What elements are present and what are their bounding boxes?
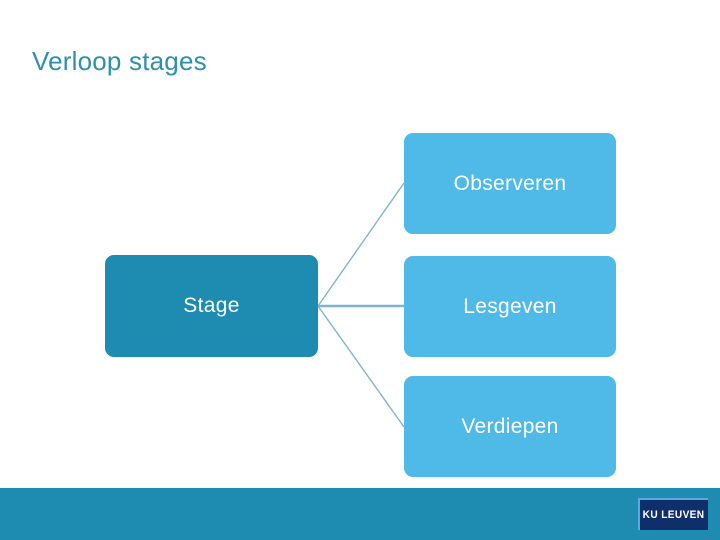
footer-band: KU LEUVEN [0, 488, 720, 540]
hierarchy-diagram: Stage Observeren Lesgeven Verdiepen [105, 133, 616, 477]
connector-stage-to-observeren [317, 182, 405, 307]
diagram-node-observeren[interactable]: Observeren [404, 133, 616, 234]
diagram-node-stage-label: Stage [183, 294, 240, 317]
connector-stage-to-verdiepen [317, 305, 405, 428]
diagram-node-lesgeven-label: Lesgeven [463, 294, 557, 318]
diagram-node-lesgeven[interactable]: Lesgeven [404, 256, 616, 357]
ku-leuven-logo: KU LEUVEN [638, 498, 708, 530]
diagram-node-verdiepen-label: Verdiepen [461, 414, 559, 438]
ku-leuven-logo-text: KU LEUVEN [643, 509, 705, 521]
page-title: Verloop stages [32, 46, 207, 76]
diagram-node-stage[interactable]: Stage [105, 255, 318, 357]
diagram-node-observeren-label: Observeren [453, 171, 567, 195]
diagram-node-verdiepen[interactable]: Verdiepen [404, 376, 616, 477]
